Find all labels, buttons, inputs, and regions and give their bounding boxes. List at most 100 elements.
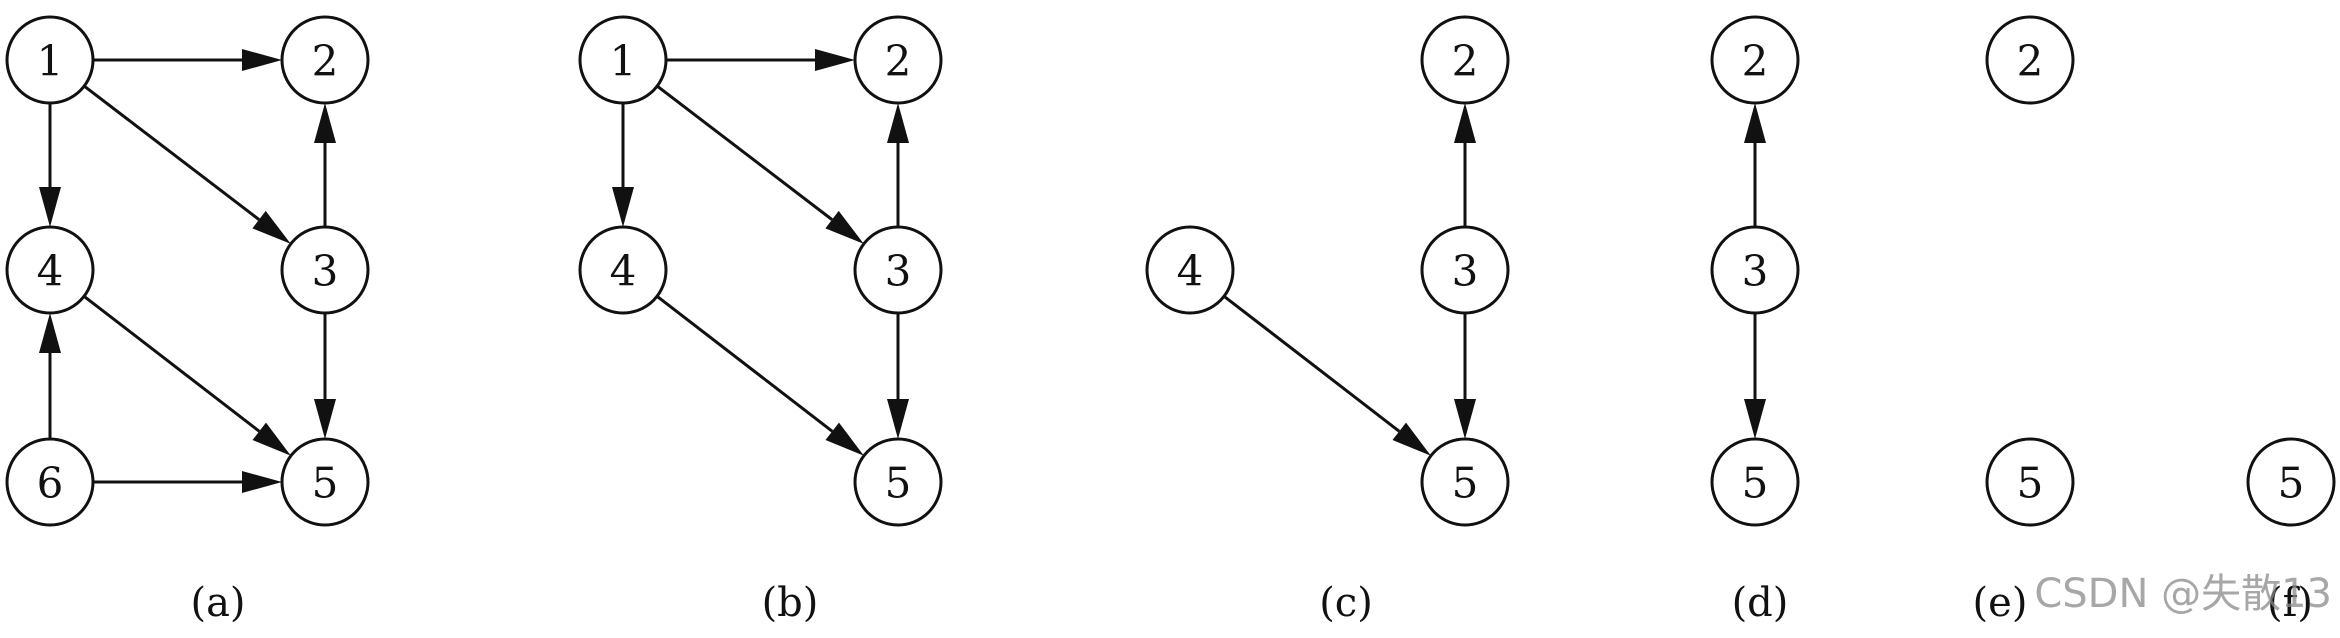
node-e-5: 5 [1985, 437, 2075, 527]
edge-d-3-to-2 [1744, 103, 1766, 227]
arrowhead-icon [314, 399, 336, 439]
node-b-4: 4 [578, 225, 668, 315]
node-circle [5, 15, 95, 105]
edge-line [1223, 295, 1401, 433]
arrowhead-icon [825, 422, 864, 456]
node-label: 2 [312, 37, 339, 86]
edge-b-1-to-3 [656, 84, 864, 244]
arrowhead-icon [887, 399, 909, 439]
arrowhead-icon [242, 471, 282, 493]
node-circle [280, 15, 370, 105]
arrowhead-icon [1454, 103, 1476, 143]
watermark-text: CSDN @失散13 [2034, 571, 2332, 617]
node-label: 5 [885, 459, 912, 508]
node-a-5: 5 [280, 437, 370, 527]
node-label: 4 [610, 247, 637, 296]
node-circle [853, 225, 943, 315]
node-d-2: 2 [1710, 15, 1800, 105]
node-a-1: 1 [5, 15, 95, 105]
node-b-2: 2 [853, 15, 943, 105]
node-label: 1 [37, 37, 64, 86]
edge-b-4-to-5 [656, 295, 864, 456]
node-label: 4 [1177, 247, 1204, 296]
node-circle [853, 15, 943, 105]
arrowhead-icon [1392, 422, 1431, 456]
arrowhead-icon [314, 103, 336, 143]
node-b-5: 5 [853, 437, 943, 527]
arrowhead-icon [1744, 103, 1766, 143]
node-label: 5 [1452, 459, 1479, 508]
arrowhead-icon [1744, 399, 1766, 439]
node-label: 3 [1452, 247, 1479, 296]
node-label: 2 [1742, 37, 1769, 86]
node-circle [578, 225, 668, 315]
node-circle [1985, 15, 2075, 105]
node-label: 3 [1742, 247, 1769, 296]
panel-caption-c: (c) [1319, 580, 1373, 626]
edge-b-1-to-4 [612, 103, 634, 227]
node-circle [1145, 225, 1235, 315]
node-circle [2246, 437, 2336, 527]
node-label: 5 [1742, 459, 1769, 508]
node-a-3: 3 [280, 225, 370, 315]
edge-b-1-to-2 [666, 49, 855, 71]
node-c-5: 5 [1420, 437, 1510, 527]
edge-a-4-to-5 [83, 295, 291, 456]
node-circle [1420, 225, 1510, 315]
node-d-3: 3 [1710, 225, 1800, 315]
arrowhead-icon [1454, 399, 1476, 439]
node-d-5: 5 [1710, 437, 1800, 527]
node-a-2: 2 [280, 15, 370, 105]
arrowhead-icon [815, 49, 855, 71]
edge-line [656, 295, 834, 433]
node-label: 4 [37, 247, 64, 296]
panel-caption-e: (e) [1973, 580, 2028, 626]
node-label: 2 [1452, 37, 1479, 86]
node-label: 1 [610, 37, 637, 86]
arrowhead-icon [252, 422, 291, 456]
arrowhead-icon [612, 187, 634, 227]
node-circle [280, 225, 370, 315]
node-circle [5, 225, 95, 315]
node-e-2: 2 [1985, 15, 2075, 105]
node-c-2: 2 [1420, 15, 1510, 105]
node-label: 3 [885, 247, 912, 296]
edge-a-3-to-5 [314, 313, 336, 439]
node-circle [5, 437, 95, 527]
node-b-1: 1 [578, 15, 668, 105]
panel-caption-f: (f) [2267, 580, 2313, 626]
edge-a-1-to-4 [39, 103, 61, 227]
edge-c-3-to-2 [1454, 103, 1476, 227]
edge-c-3-to-5 [1454, 313, 1476, 439]
node-circle [578, 15, 668, 105]
node-circle [1710, 15, 1800, 105]
node-circle [1420, 437, 1510, 527]
node-label: 5 [312, 459, 339, 508]
node-label: 5 [2017, 459, 2044, 508]
panel-caption-b: (b) [762, 580, 819, 626]
panel-caption-d: (d) [1732, 580, 1789, 626]
arrowhead-icon [887, 103, 909, 143]
edge-d-3-to-5 [1744, 313, 1766, 439]
node-circle [1710, 225, 1800, 315]
arrowhead-icon [39, 313, 61, 353]
edge-c-4-to-5 [1223, 295, 1431, 456]
node-c-4: 4 [1145, 225, 1235, 315]
node-circle [853, 437, 943, 527]
edge-b-3-to-5 [887, 313, 909, 439]
edge-b-3-to-2 [887, 103, 909, 227]
arrowhead-icon [825, 210, 864, 244]
node-label: 2 [2017, 37, 2044, 86]
node-circle [280, 437, 370, 527]
node-a-6: 6 [5, 437, 95, 527]
node-circle [1710, 437, 1800, 527]
nodes-layer: 1 2 3 4 5 6 1 2 3 4 5 2 3 4 5 2 3 5 2 5 5 [5, 15, 2336, 527]
edges-layer [39, 49, 1766, 493]
edge-a-1-to-3 [83, 84, 291, 244]
node-label: 2 [885, 37, 912, 86]
node-label: 6 [37, 459, 64, 508]
node-f-5: 5 [2246, 437, 2336, 527]
edge-a-1-to-2 [93, 49, 282, 71]
